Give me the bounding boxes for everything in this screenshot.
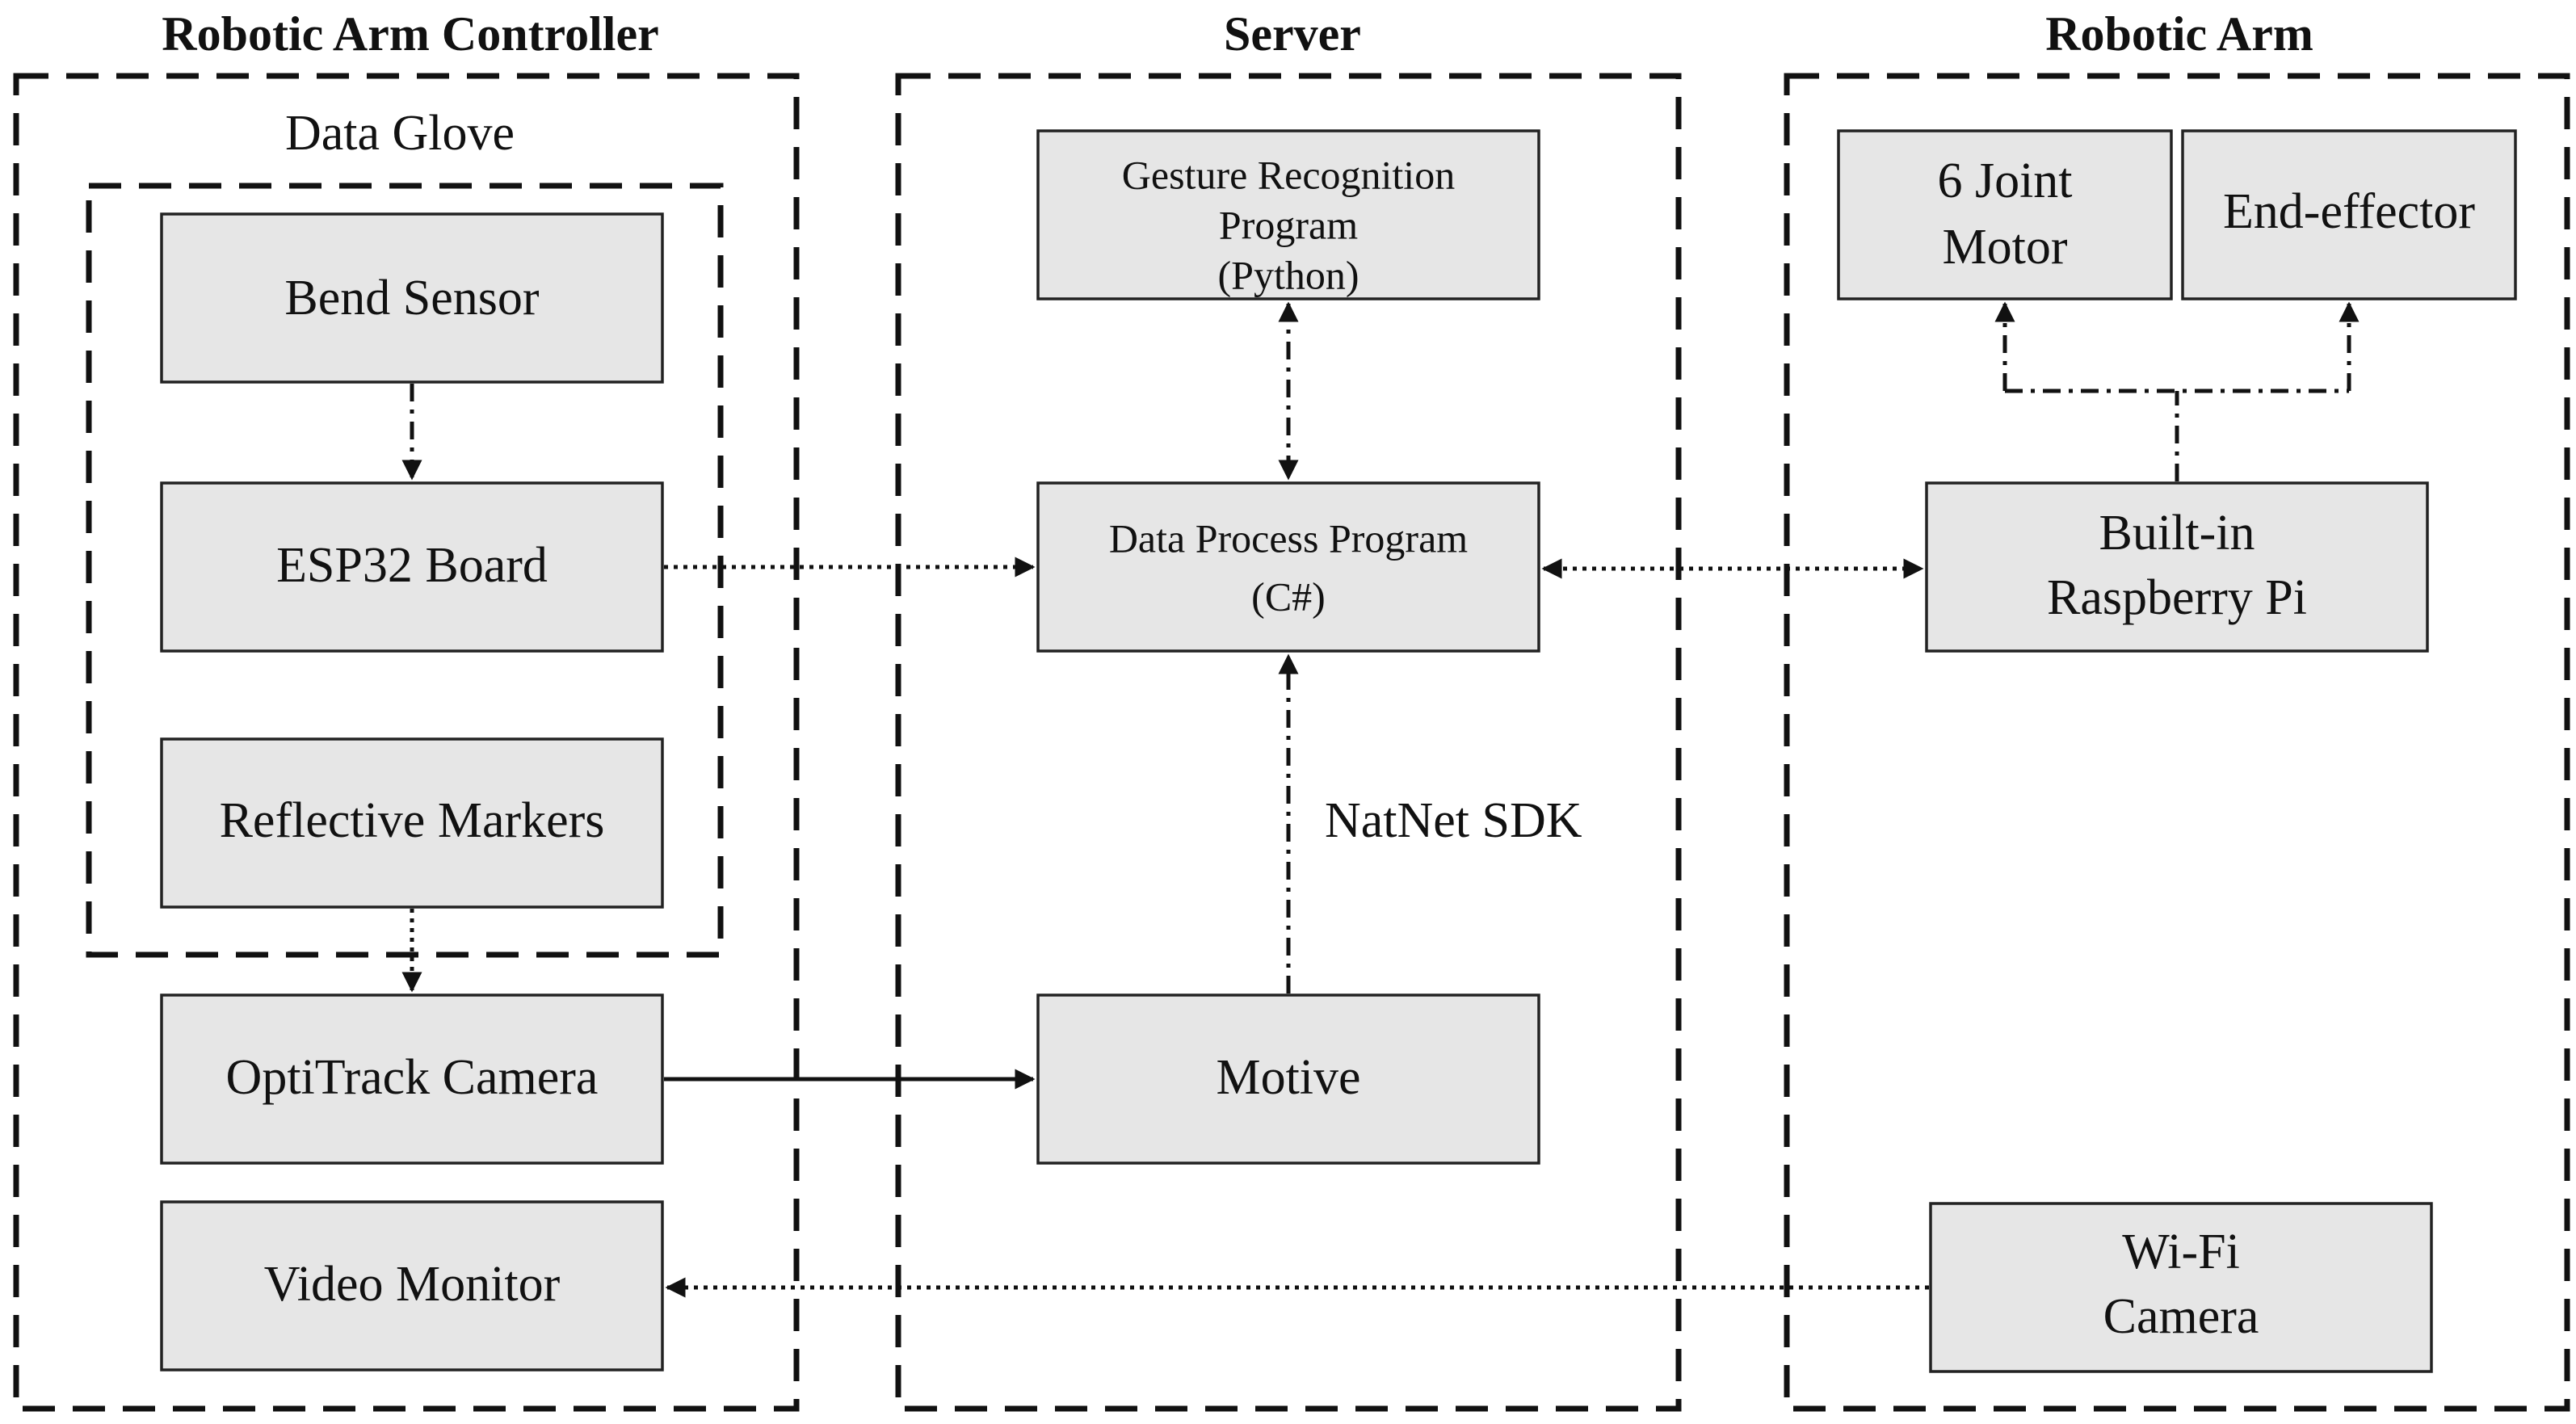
arm-title: Robotic Arm — [2045, 7, 2313, 61]
data-process-label-line2: (C#) — [1251, 573, 1326, 619]
video-monitor-label: Video Monitor — [264, 1257, 561, 1312]
motive-label: Motive — [1216, 1050, 1360, 1105]
joint-motor-label-line1: 6 Joint — [1937, 153, 2072, 208]
data-process-box: Data Process Program (C#) — [1036, 481, 1540, 653]
end-effector-label: End-effector — [2223, 184, 2475, 239]
server-panel — [895, 73, 1682, 1412]
wifi-camera-box: Wi-Fi Camera — [1929, 1202, 2433, 1373]
reflective-markers-box: Reflective Markers — [160, 737, 664, 909]
data-glove-panel — [86, 183, 724, 958]
natnet-sdk-label: NatNet SDK — [1325, 793, 1582, 848]
joint-motor-label-line2: Motor — [1943, 220, 2068, 275]
raspberry-pi-box: Built-in Raspberry Pi — [1925, 481, 2429, 653]
data-process-label-line1: Data Process Program — [1109, 515, 1468, 561]
gesture-recognition-box: Gesture Recognition Program (Python) — [1036, 129, 1540, 300]
gesture-label-line2: Program — [1219, 202, 1358, 247]
arm-panel — [1784, 73, 2570, 1412]
reflective-markers-label: Reflective Markers — [220, 793, 605, 848]
controller-panel — [13, 73, 800, 1412]
wifi-camera-label-line1: Wi-Fi — [2122, 1224, 2240, 1279]
optitrack-camera-box: OptiTrack Camera — [160, 993, 664, 1165]
raspberry-pi-label-line2: Raspberry Pi — [2047, 570, 2307, 625]
data-glove-label: Data Glove — [285, 106, 515, 161]
motive-box: Motive — [1036, 993, 1540, 1165]
server-title: Server — [1224, 7, 1361, 61]
controller-title: Robotic Arm Controller — [162, 7, 658, 61]
video-monitor-box: Video Monitor — [160, 1200, 664, 1371]
esp32-box: ESP32 Board — [160, 481, 664, 653]
esp32-label: ESP32 Board — [276, 538, 548, 593]
gesture-label-line3: (Python) — [1218, 252, 1359, 297]
wifi-camera-label-line2: Camera — [2103, 1289, 2259, 1344]
bend-sensor-box: Bend Sensor — [160, 212, 664, 384]
bend-sensor-label: Bend Sensor — [284, 271, 540, 326]
raspberry-pi-label-line1: Built-in — [2099, 506, 2255, 561]
optitrack-camera-label: OptiTrack Camera — [226, 1050, 599, 1105]
gesture-label-line1: Gesture Recognition — [1122, 152, 1455, 197]
joint-motor-box: 6 Joint Motor — [1837, 129, 2173, 300]
end-effector-box: End-effector — [2181, 129, 2517, 300]
